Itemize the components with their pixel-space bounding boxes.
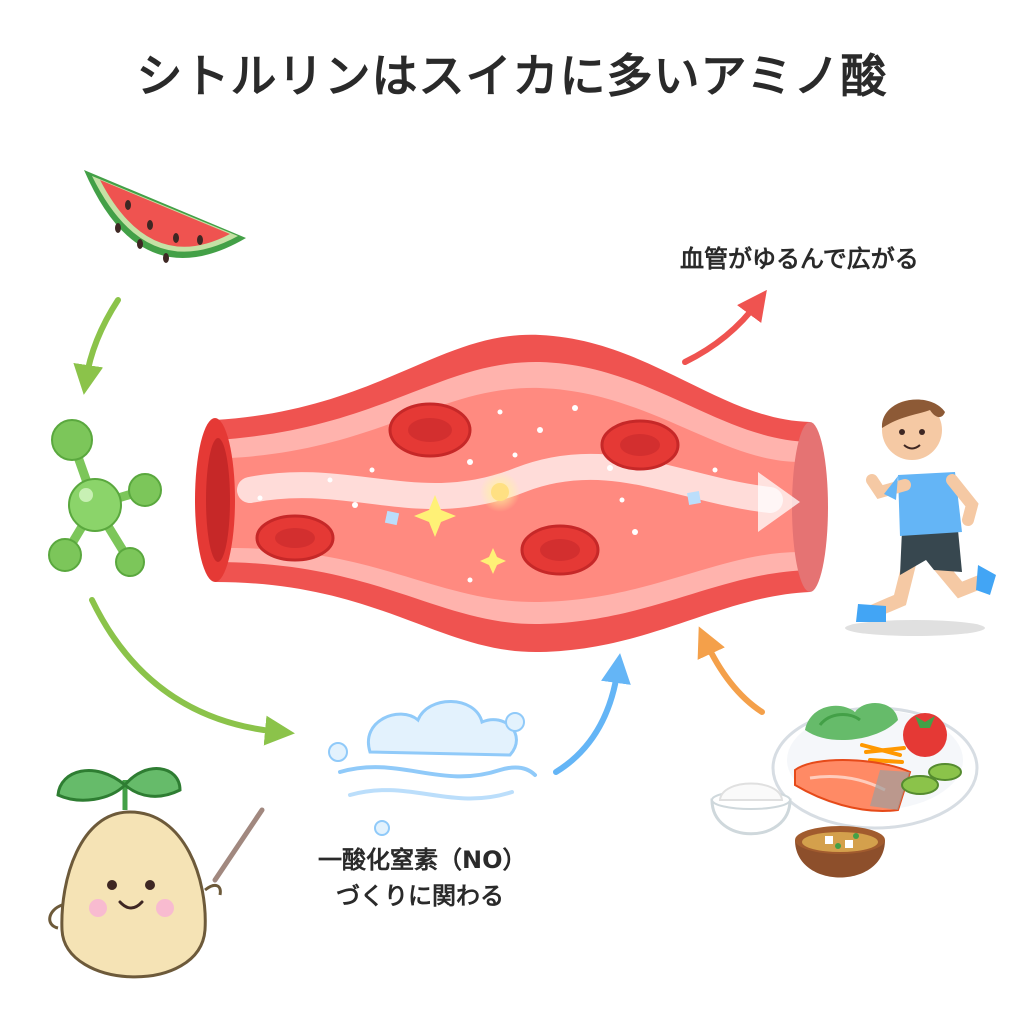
nitric-oxide-label-line2: づくりに関わる: [336, 882, 504, 910]
running-boy-illustration: [845, 399, 996, 636]
arrow-vessel-widen: [682, 289, 767, 365]
arrow-molecule-to-no: [89, 597, 295, 746]
red-blood-cell: [600, 419, 680, 471]
arrow-watermelon-to-molecule: [73, 297, 121, 395]
page-title: シトルリンはスイカに多いアミノ酸: [136, 49, 888, 103]
meal-plate-illustration: [710, 702, 979, 878]
vessel-widen-label: 血管がゆるんで広がる: [680, 245, 919, 273]
arrow-no-to-vessel: [553, 653, 631, 775]
nitric-oxide-cloud-icon: [328, 700, 537, 836]
arrow-meal-to-vessel: [697, 626, 765, 715]
citrulline-molecule-icon: [48, 419, 162, 577]
red-blood-cell: [255, 514, 335, 562]
red-blood-cell: [520, 524, 600, 576]
red-blood-cell: [388, 402, 472, 458]
sprout-mascot-illustration: [48, 767, 265, 979]
nitric-oxide-label-line1: 一酸化窒素（NO）: [318, 846, 527, 874]
watermelon-icon: [84, 170, 246, 263]
blood-vessel-illustration: [195, 334, 828, 653]
